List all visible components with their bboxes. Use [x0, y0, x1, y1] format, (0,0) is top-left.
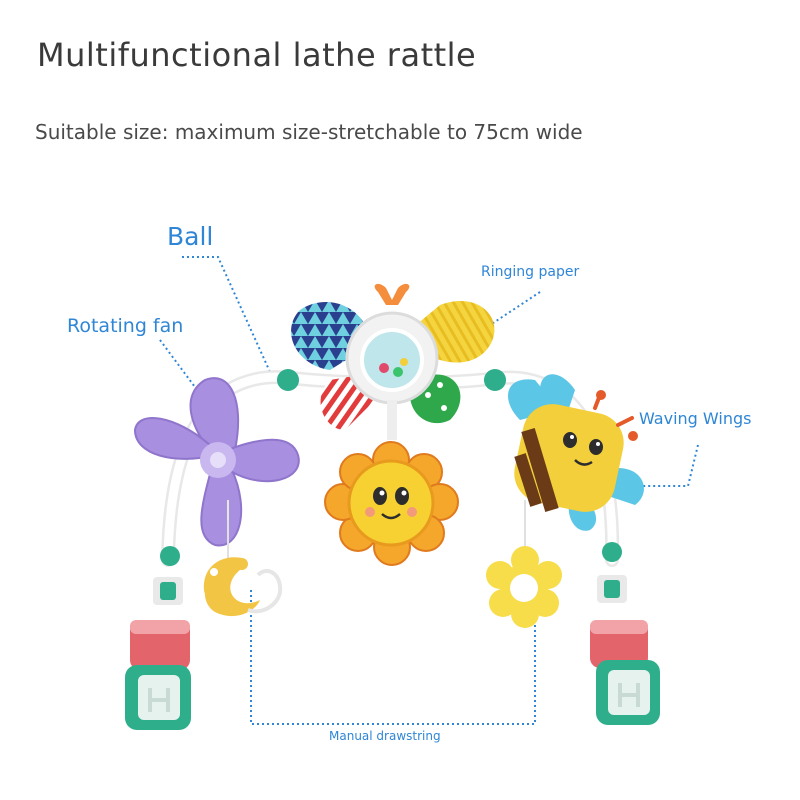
label-ringing-paper: Ringing paper: [481, 264, 580, 280]
fan-toy: [133, 377, 300, 560]
size-description: Suitable size: maximum size-stretchable …: [35, 120, 583, 144]
moon-pendant: [203, 520, 283, 617]
bee-toy: [508, 374, 644, 531]
arch-joints: [277, 369, 506, 391]
annotation-lines: [159, 256, 699, 725]
butterfly-toy: [291, 283, 495, 440]
left-clip: [125, 546, 191, 730]
label-manual-drawstring: Manual drawstring: [329, 729, 441, 743]
label-rotating-fan: Rotating fan: [67, 315, 184, 337]
right-clip: [590, 542, 660, 725]
label-ball: Ball: [167, 222, 214, 251]
sun-toy: [324, 441, 459, 566]
label-waving-wings: Waving Wings: [639, 409, 752, 428]
flower-pendant: [486, 500, 562, 628]
page-title: Multifunctional lathe rattle: [37, 36, 477, 74]
